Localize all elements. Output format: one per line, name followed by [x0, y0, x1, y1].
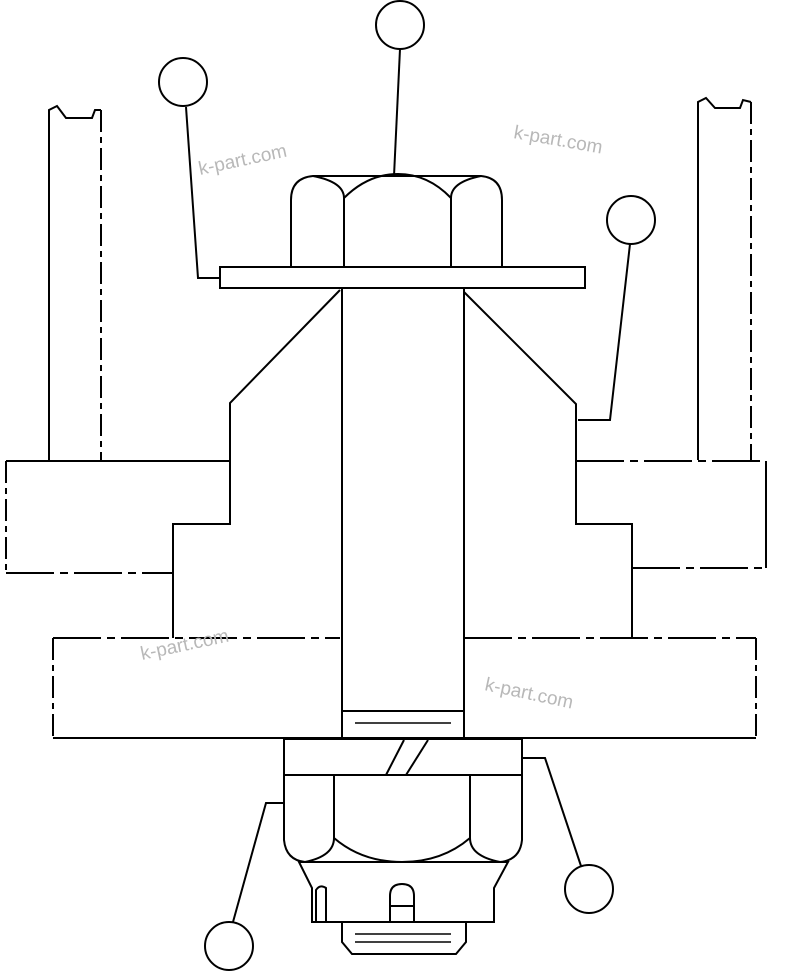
- callout-balloon: [204, 921, 254, 971]
- watermark: k-part.com: [512, 122, 604, 158]
- callout-balloon: [564, 864, 614, 914]
- watermark: k-part.com: [139, 626, 231, 665]
- spindle-body: [172, 289, 633, 638]
- washer: [219, 266, 586, 289]
- left-post: [48, 104, 102, 460]
- bolt-shank: [341, 267, 465, 739]
- spacer-sleeve: [283, 738, 523, 776]
- hex-nut: [283, 774, 523, 864]
- callout-balloon: [375, 0, 425, 50]
- watermark: k-part.com: [483, 674, 575, 713]
- bolt-tip: [341, 921, 467, 955]
- callout-balloon: [606, 195, 656, 245]
- watermark: k-part.com: [197, 141, 289, 180]
- callout-leaders: [185, 48, 631, 923]
- castle-nut: [297, 861, 510, 923]
- callout-balloon: [158, 57, 208, 107]
- right-housing-block: [576, 460, 767, 569]
- hex-bolt-head: [290, 172, 503, 268]
- left-housing-block: [5, 460, 230, 574]
- right-post: [697, 96, 752, 460]
